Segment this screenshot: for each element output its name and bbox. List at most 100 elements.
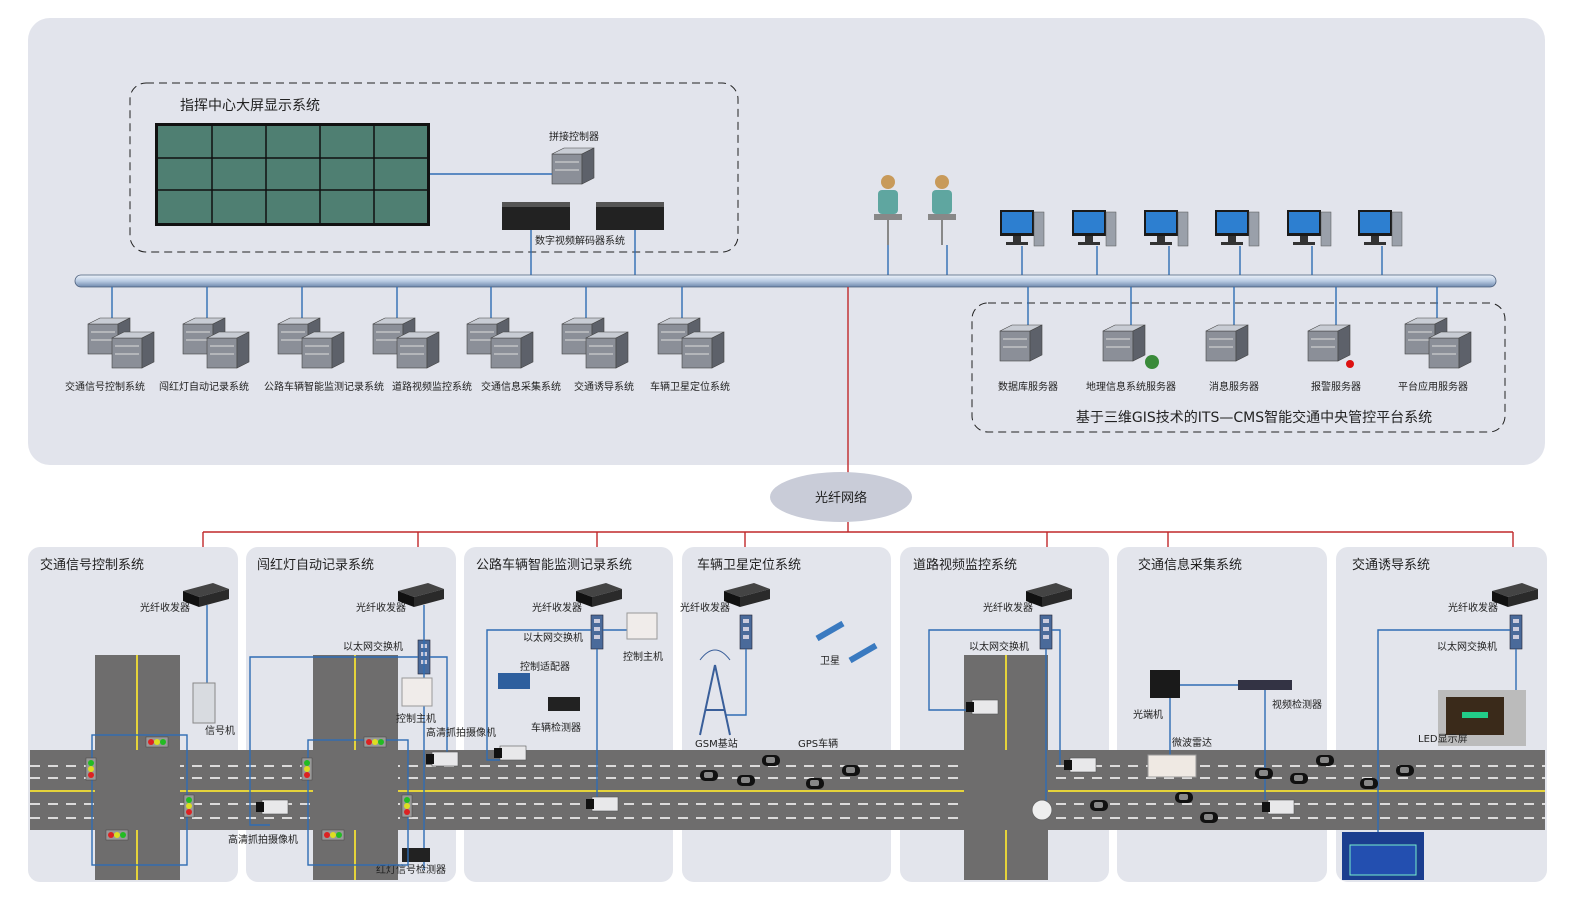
backbone-bus	[74, 274, 1497, 288]
server-label: 交通信息采集系统	[481, 380, 561, 393]
device-label: 光纤收发器	[532, 601, 582, 614]
device-label: 光纤收发器	[983, 601, 1033, 614]
splice-controller-label: 拼接控制器	[549, 130, 599, 143]
traffic-light-icon	[85, 757, 97, 781]
device-label: GPS车辆	[798, 737, 838, 750]
command-center-title: 指挥中心大屏显示系统	[180, 98, 320, 114]
platform-server-label: 报警服务器	[1311, 380, 1361, 393]
camera-icon	[1261, 799, 1295, 815]
panel-title: 交通信息采集系统	[1138, 557, 1242, 573]
command-center-box	[129, 82, 739, 253]
panel-title: 交通诱导系统	[1352, 557, 1430, 573]
vehicle-icon	[1316, 755, 1334, 766]
vehicle-icon	[762, 755, 780, 766]
panel-gps	[682, 547, 891, 882]
device-label: 光端机	[1133, 708, 1163, 721]
camera-icon	[1063, 757, 1097, 773]
traffic-light-icon	[301, 757, 313, 781]
traffic-light-icon	[321, 829, 345, 841]
alarm-server-icon	[1307, 324, 1351, 362]
device-label: 光纤收发器	[140, 601, 190, 614]
platform-box	[971, 302, 1506, 433]
camera-icon	[965, 699, 999, 715]
device-label: 车辆检测器	[531, 721, 581, 734]
vehicle-icon	[737, 775, 755, 786]
control-center-panel	[28, 18, 1545, 465]
splice-controller-icon	[551, 147, 595, 185]
panel-title: 闯红灯自动记录系统	[257, 557, 374, 573]
device-label: LED显示屏	[1418, 733, 1468, 745]
traffic-light-icon	[401, 794, 413, 818]
device-label: 光纤收发器	[680, 601, 730, 614]
ethernet-switch-icon	[739, 614, 753, 650]
device-label: 光纤收发器	[356, 601, 406, 614]
control-adapter-icon	[498, 673, 530, 689]
device-label: 卫星	[820, 655, 840, 667]
device-label: 信号机	[205, 724, 235, 737]
device-label: 以太网交换机	[969, 640, 1029, 653]
ethernet-switch-icon	[590, 614, 604, 650]
vehicle-icon	[842, 765, 860, 776]
panel-title: 公路车辆智能监测记录系统	[476, 557, 632, 573]
satellite-icon	[815, 620, 878, 664]
led-display-icon	[1438, 690, 1526, 746]
database-server-icon	[999, 324, 1043, 362]
video-detector-icon	[1238, 680, 1292, 690]
gis-server-icon	[1102, 324, 1146, 362]
video-wall	[155, 123, 430, 226]
platform-server-label: 平台应用服务器	[1398, 380, 1468, 393]
panel-title: 交通信号控制系统	[40, 557, 144, 573]
decoder-icon	[596, 202, 664, 230]
vehicle-icon	[1396, 765, 1414, 776]
platform-server-label: 数据库服务器	[998, 380, 1058, 393]
platform-server-label: 地理信息系统服务器	[1086, 380, 1176, 393]
decoder-system-label: 数字视频解码器系统	[535, 234, 625, 247]
road-network	[30, 655, 1545, 880]
platform-title: 基于三维GIS技术的ITS—CMS智能交通中央管控平台系统	[1076, 409, 1432, 426]
field-panels	[28, 547, 1547, 882]
device-label: 控制主机	[396, 712, 436, 725]
fiber-network-label: 光纤网络	[815, 490, 867, 506]
device-label: GSM基站	[695, 737, 738, 750]
device-label: 控制适配器	[520, 660, 570, 673]
server-label: 公路车辆智能监测记录系统	[264, 380, 384, 393]
hd-camera-icon	[255, 799, 289, 815]
device-label: 高清抓拍摄像机	[426, 726, 496, 739]
device-label: 红灯信号检测器	[376, 863, 446, 876]
vehicle-icon	[1200, 812, 1218, 823]
vehicle-icon	[1290, 773, 1308, 784]
operator-icon	[874, 175, 902, 245]
control-host-icon	[626, 612, 658, 640]
optical-terminal-icon	[1150, 670, 1180, 698]
vehicle-icon	[1360, 778, 1378, 789]
device-label: 控制主机	[623, 650, 663, 663]
device-label: 光纤收发器	[1448, 601, 1498, 614]
message-server-icon	[1205, 324, 1249, 362]
vehicle-icon	[1090, 800, 1108, 811]
server-label: 闯红灯自动记录系统	[159, 380, 249, 393]
guidance-map-screen-icon	[1342, 832, 1424, 880]
server-label: 道路视频监控系统	[392, 380, 472, 393]
platform-server-label: 消息服务器	[1209, 380, 1259, 393]
traffic-light-icon	[183, 794, 195, 818]
vehicle-detector-icon	[548, 697, 580, 711]
ethernet-switch-icon	[1039, 614, 1053, 650]
server-label: 交通诱导系统	[574, 380, 634, 393]
camera-icon	[585, 796, 619, 812]
vehicle-icon	[806, 778, 824, 789]
ethernet-switch-icon	[1509, 614, 1523, 650]
hd-camera-icon	[425, 751, 459, 767]
signal-controller-icon	[192, 682, 216, 724]
gsm-tower-icon	[699, 649, 731, 736]
panel-vehicle-monitor	[464, 547, 673, 882]
panel-title: 车辆卫星定位系统	[697, 557, 801, 573]
traffic-light-icon	[105, 829, 129, 841]
device-label: 以太网交换机	[523, 631, 583, 644]
vehicle-icon	[1255, 768, 1273, 779]
panel-title: 道路视频监控系统	[913, 557, 1017, 573]
operator-icon	[928, 175, 956, 245]
device-label: 以太网交换机	[343, 640, 403, 653]
fiber-network-node	[770, 472, 912, 522]
device-label: 以太网交换机	[1437, 640, 1497, 653]
